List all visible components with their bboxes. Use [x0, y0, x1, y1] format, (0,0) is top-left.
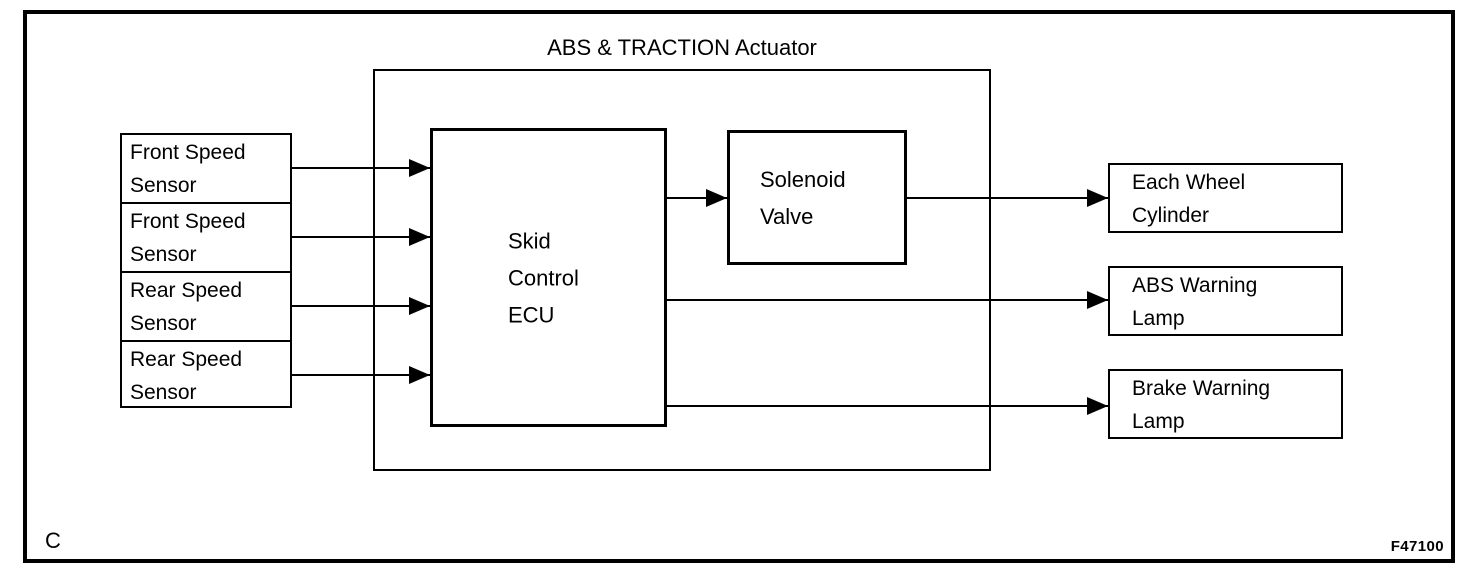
abs-warning-lamp-label: ABS Warning Lamp	[1132, 274, 1258, 330]
connector-sensor1-to-ecu	[292, 167, 430, 169]
arrow-ecu-to-abs-lamp-icon	[1087, 291, 1108, 309]
arrow-ecu-to-solenoid-icon	[706, 189, 727, 207]
sensor-label: Front Speed Sensor	[130, 210, 246, 266]
connector-ecu-to-abs-lamp	[667, 299, 1108, 301]
sensor-label: Rear Speed Sensor	[130, 279, 243, 335]
sensor-label: Rear Speed Sensor	[130, 348, 243, 404]
each-wheel-cylinder-block: Each Wheel Cylinder	[1108, 163, 1343, 233]
figure-code: F47100	[1390, 538, 1444, 555]
connector-solenoid-to-wheel-cylinder	[907, 197, 1108, 199]
arrow-sensor1-to-ecu-icon	[409, 159, 430, 177]
connector-ecu-to-brake-lamp	[667, 405, 1108, 407]
abs-warning-lamp-block: ABS Warning Lamp	[1108, 266, 1343, 336]
page-border	[23, 10, 1455, 563]
connector-sensor3-to-ecu	[292, 305, 430, 307]
sensor-cell-front-right: Front Speed Sensor	[122, 204, 290, 273]
connector-sensor2-to-ecu	[292, 236, 430, 238]
actuator-enclosure	[373, 69, 991, 471]
sensor-cell-front-left: Front Speed Sensor	[122, 135, 290, 204]
arrow-solenoid-to-wheel-cylinder-icon	[1087, 189, 1108, 207]
speed-sensor-stack: Front Speed Sensor Front Speed Sensor Re…	[120, 133, 292, 408]
sensor-cell-rear-left: Rear Speed Sensor	[122, 273, 290, 342]
brake-warning-lamp-label: Brake Warning Lamp	[1132, 377, 1271, 433]
arrow-sensor3-to-ecu-icon	[409, 297, 430, 315]
each-wheel-cylinder-label: Each Wheel Cylinder	[1132, 171, 1246, 227]
sensor-label: Front Speed Sensor	[130, 141, 246, 197]
arrow-sensor2-to-ecu-icon	[409, 228, 430, 246]
connector-sensor4-to-ecu	[292, 374, 430, 376]
brake-warning-lamp-block: Brake Warning Lamp	[1108, 369, 1343, 439]
corner-letter: C	[45, 528, 61, 553]
skid-control-ecu-label: Skid Control ECU	[508, 228, 579, 327]
solenoid-valve-label: Solenoid Valve	[760, 166, 846, 229]
arrow-sensor4-to-ecu-icon	[409, 366, 430, 384]
skid-control-ecu-block: Skid Control ECU	[430, 128, 667, 427]
sensor-cell-rear-right: Rear Speed Sensor	[122, 342, 290, 411]
actuator-title: ABS & TRACTION Actuator	[547, 35, 817, 60]
arrow-ecu-to-brake-lamp-icon	[1087, 397, 1108, 415]
solenoid-valve-block: Solenoid Valve	[727, 130, 907, 265]
connector-ecu-to-solenoid	[667, 197, 727, 199]
